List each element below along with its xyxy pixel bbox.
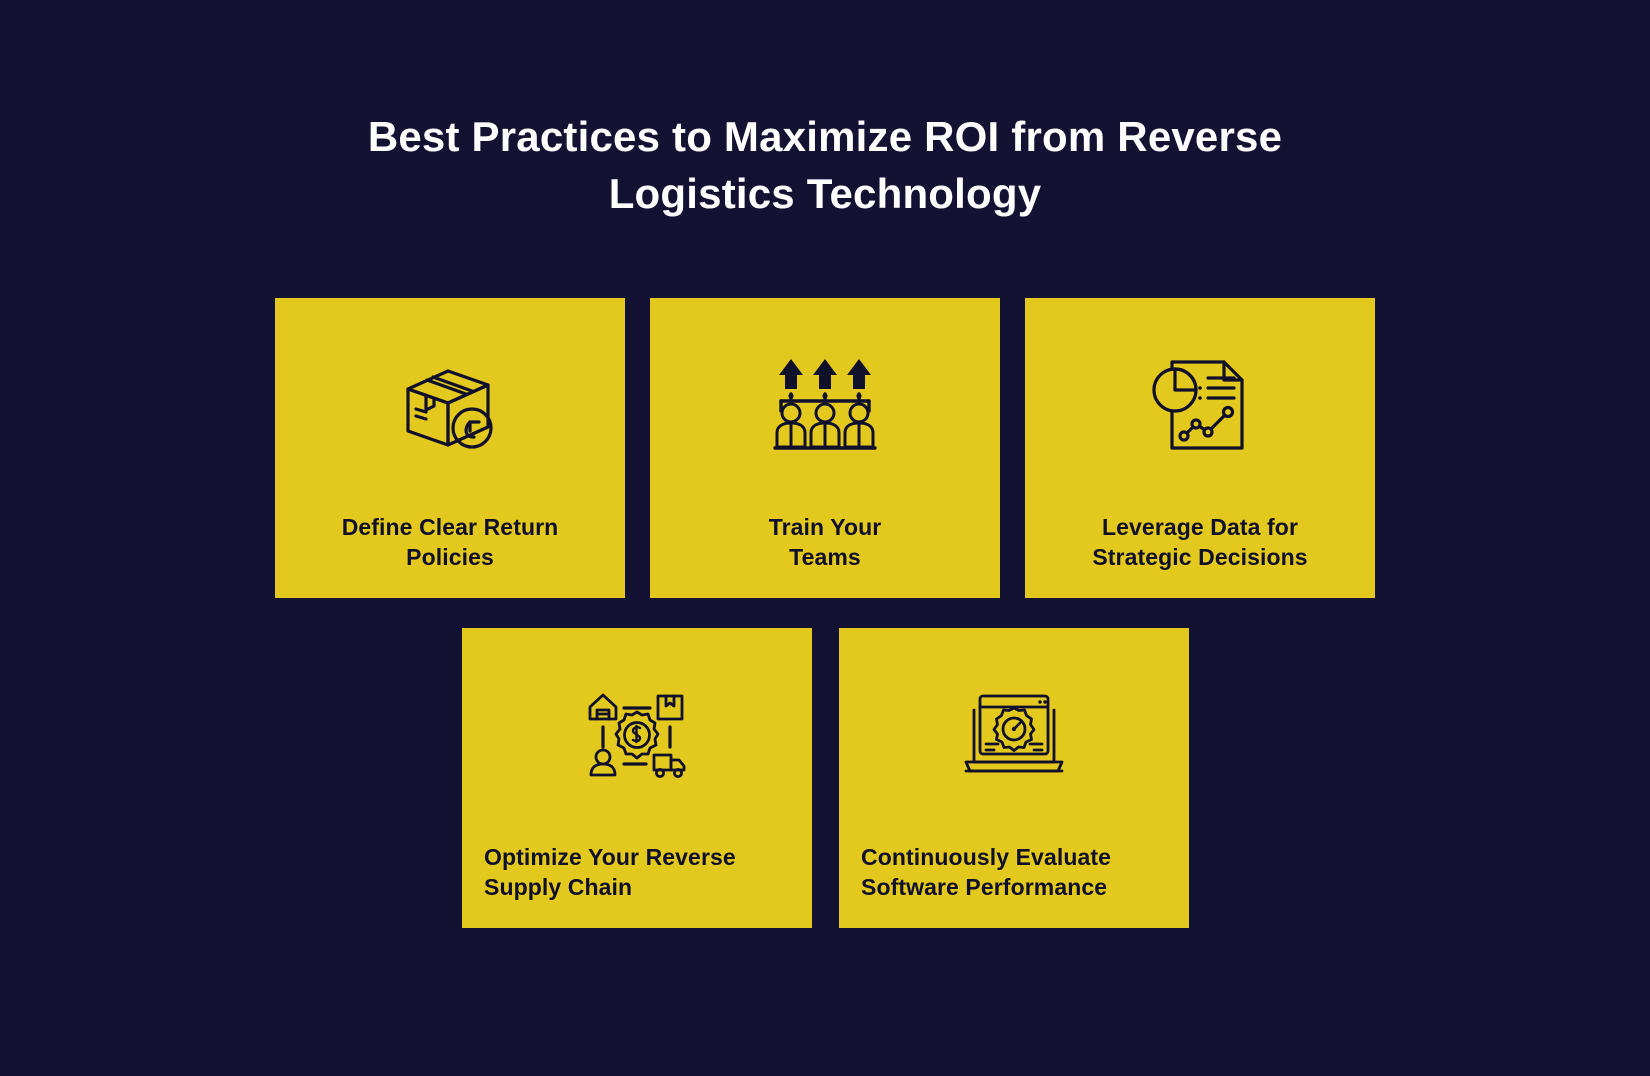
team-growth-icon xyxy=(773,350,877,460)
card-define-clear-return-policies[interactable]: Define Clear Return Policies xyxy=(275,298,625,598)
page-title-line-1: Best Practices to Maximize ROI from Reve… xyxy=(367,113,1283,160)
card-leverage-data-for-strategic-decisions[interactable]: Leverage Data for Strategic Decisions xyxy=(1025,298,1375,598)
card-train-your-teams[interactable]: Train Your Teams xyxy=(650,298,1000,598)
card-label: Leverage Data for Strategic Decisions xyxy=(1092,514,1308,570)
supply-chain-network-icon xyxy=(586,680,688,790)
card-row-bottom: Optimize Your Reverse Supply Chain xyxy=(462,628,1189,928)
page-title-line-2: Logistics Technology xyxy=(608,170,1042,217)
card-label: Continuously Evaluate Software Performan… xyxy=(861,844,1112,900)
data-report-icon xyxy=(1150,350,1250,460)
card-label: Train Your Teams xyxy=(768,514,882,570)
laptop-performance-icon xyxy=(962,680,1066,790)
page-title: Best Practices to Maximize ROI from Reve… xyxy=(0,108,1650,222)
card-label: Define Clear Return Policies xyxy=(341,514,559,570)
card-optimize-your-reverse-supply-chain[interactable]: Optimize Your Reverse Supply Chain xyxy=(462,628,812,928)
card-label: Optimize Your Reverse Supply Chain xyxy=(484,844,736,900)
card-continuously-evaluate-software-performance[interactable]: Continuously Evaluate Software Performan… xyxy=(839,628,1189,928)
card-row-top: Define Clear Return Policies xyxy=(275,298,1375,598)
package-return-icon xyxy=(396,350,504,460)
